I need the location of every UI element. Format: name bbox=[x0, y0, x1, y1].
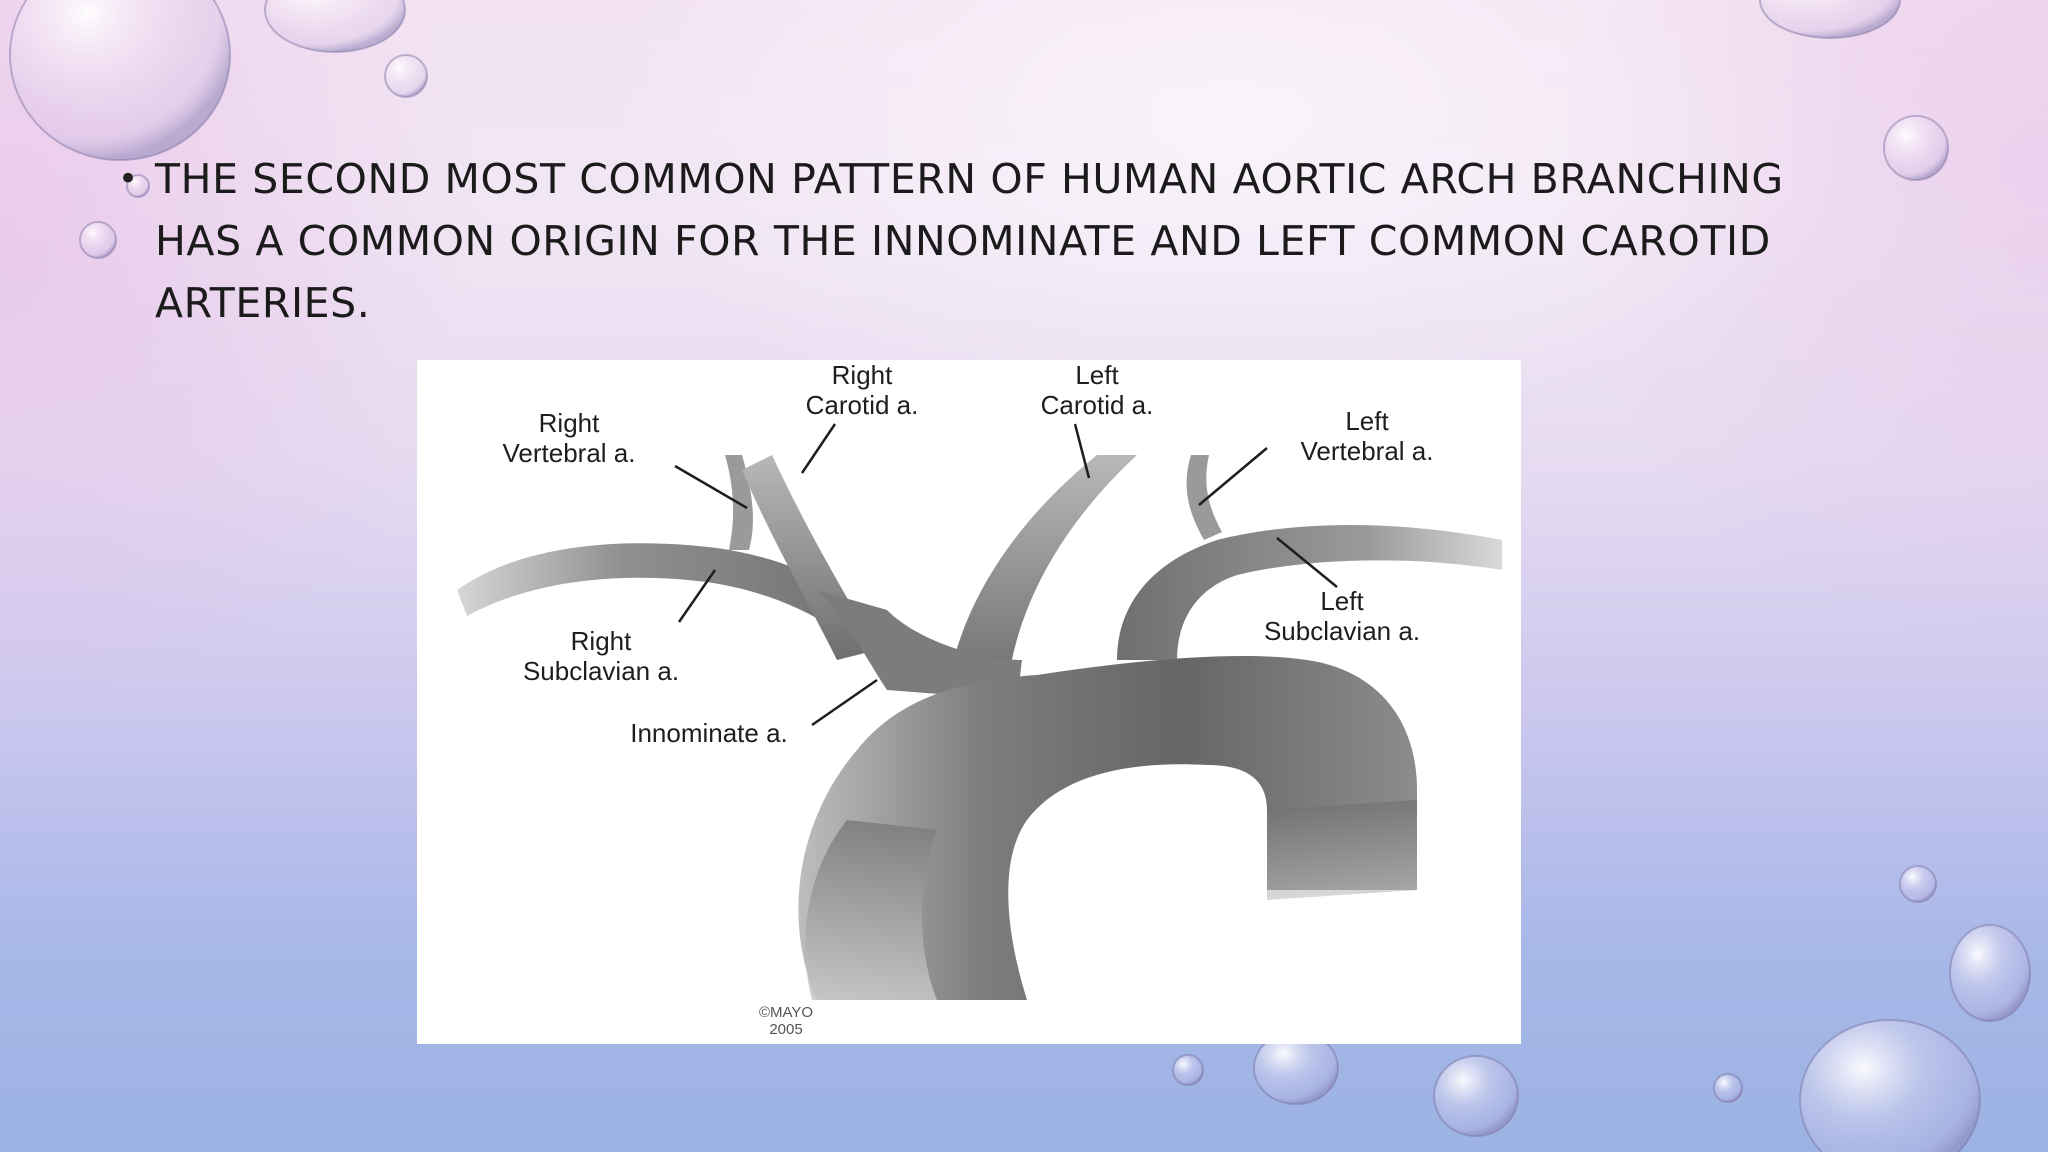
left-carotid-artery bbox=[947, 455, 1137, 690]
leader-right-vertebral bbox=[674, 464, 748, 510]
leader-left-carotid bbox=[1073, 423, 1091, 479]
label-innominate: Innominate a. bbox=[630, 718, 788, 748]
label-left-vertebral-line1: Left bbox=[1345, 406, 1389, 436]
ascending-aorta bbox=[805, 820, 937, 1000]
label-left-carotid-line1: Left bbox=[1075, 360, 1119, 390]
leader-innominate bbox=[811, 678, 878, 727]
bullet-line-2: HAS A COMMON ORIGIN FOR THE INNOMINATE A… bbox=[155, 217, 1771, 265]
aortic-arch bbox=[798, 655, 1417, 1000]
left-subclavian-artery bbox=[1117, 525, 1502, 660]
label-right-subclavian-line2: Subclavian a. bbox=[523, 656, 679, 686]
aortic-arch-figure: Right Carotid a. Left Carotid a. Right V… bbox=[417, 360, 1521, 1044]
copyright-line2: 2005 bbox=[769, 1021, 802, 1038]
label-right-carotid-line1: Right bbox=[832, 360, 893, 390]
label-right-carotid-line2: Carotid a. bbox=[806, 390, 919, 420]
label-left-vertebral-line2: Vertebral a. bbox=[1301, 436, 1434, 466]
bullet-line-3: ARTERIES. bbox=[155, 279, 371, 327]
innominate-artery bbox=[817, 590, 1022, 700]
leader-left-subclavian bbox=[1276, 537, 1338, 588]
label-left-subclavian-line1: Left bbox=[1320, 586, 1364, 616]
bullet-glyph: • bbox=[118, 159, 139, 199]
descending-aorta bbox=[1267, 800, 1417, 900]
right-subclavian-artery bbox=[457, 543, 829, 625]
label-left-carotid-line2: Carotid a. bbox=[1041, 390, 1154, 420]
copyright-line1: ©MAYO bbox=[759, 1004, 813, 1021]
leader-right-subclavian bbox=[677, 569, 717, 623]
leader-right-carotid bbox=[800, 423, 837, 474]
label-right-vertebral-line2: Vertebral a. bbox=[503, 438, 636, 468]
label-right-vertebral-line1: Right bbox=[539, 408, 600, 438]
bullet-point: • THE SECOND MOST COMMON PATTERN OF HUMA… bbox=[118, 148, 1875, 334]
aortic-arch-illustration: Right Carotid a. Left Carotid a. Right V… bbox=[457, 360, 1502, 1038]
leader-left-vertebral bbox=[1198, 447, 1268, 506]
label-left-subclavian-line2: Subclavian a. bbox=[1264, 616, 1420, 646]
label-right-subclavian-line1: Right bbox=[571, 626, 632, 656]
bullet-line-1: THE SECOND MOST COMMON PATTERN OF HUMAN … bbox=[155, 155, 1784, 203]
left-vertebral-artery bbox=[1186, 455, 1222, 540]
